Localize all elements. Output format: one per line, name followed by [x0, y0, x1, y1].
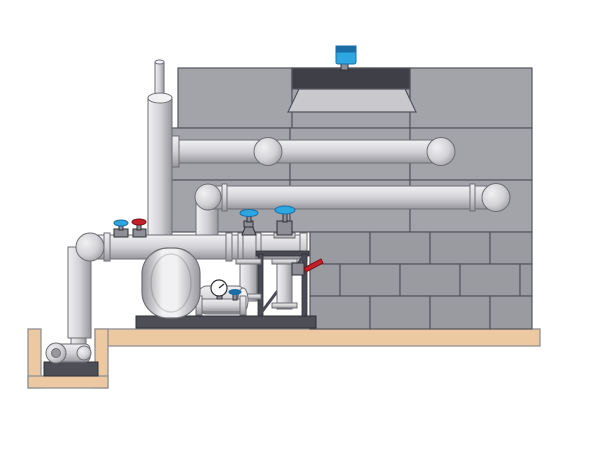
louver-panel [369, 231, 431, 265]
louver-panel [519, 263, 533, 297]
louver-panel [309, 263, 341, 297]
casing-panel [409, 67, 533, 129]
level-sensor [335, 45, 357, 71]
riser-body [147, 97, 173, 243]
handwheel [131, 218, 147, 226]
pit-bottom [27, 375, 109, 389]
frame-leg [257, 253, 264, 317]
pipe-flange [237, 232, 244, 262]
pipe-flange [239, 295, 247, 316]
valve-lever [303, 258, 324, 273]
sump-pump-pedestal [43, 361, 99, 377]
pump-skid [135, 315, 317, 329]
pipe-flange [469, 183, 476, 212]
pipe-body [276, 258, 293, 310]
ball-elbow-joint [194, 183, 222, 211]
louver-panel [429, 295, 491, 330]
louver-panel [489, 231, 533, 265]
ball-flange-joint [253, 137, 283, 166]
pipe-flange [221, 183, 228, 212]
casing-panel [177, 67, 293, 129]
louver-panel [489, 295, 533, 330]
fan-cowl-basin [287, 88, 417, 113]
sump-pump-end [76, 345, 92, 361]
sensor-cap [335, 45, 357, 53]
pipe-flange [271, 302, 298, 309]
sump-pump [43, 333, 99, 377]
pressure-gauge [210, 279, 228, 300]
check-valve-handwheel [228, 289, 242, 295]
volute-face-ring [150, 253, 192, 313]
concrete-pad [94, 328, 541, 347]
frame-top-beam [255, 250, 310, 257]
main-pump-volute [141, 247, 201, 319]
ball-flange-joint [426, 137, 456, 166]
ball-elbow-joint [75, 232, 105, 262]
mid-distribution-pipe [194, 183, 511, 246]
pipe-flange [271, 258, 298, 265]
pump-skid-assembly [135, 247, 324, 329]
volute-body [141, 247, 201, 319]
pipe-flange [235, 258, 262, 265]
louver-panel [339, 263, 401, 297]
pipe-body [206, 185, 496, 210]
red-lever-valve [291, 258, 324, 276]
handwheel [113, 219, 129, 227]
fan-deck-opening [291, 67, 411, 90]
valve-body [291, 262, 305, 276]
ball-flange-joint [481, 183, 511, 212]
louver-panel [459, 263, 521, 297]
riser-top-cap [147, 92, 173, 104]
shutoff-valve-red [131, 218, 147, 238]
valve-bonnet [276, 220, 293, 236]
louver-panel [369, 295, 431, 330]
louver-panels [309, 231, 533, 330]
gauge-needle [218, 283, 225, 289]
pipe-flange [225, 232, 233, 262]
sump-motor-hub [51, 348, 61, 358]
frame-leg [301, 253, 308, 317]
vent-stub-cap [154, 59, 165, 65]
pipe-body [167, 139, 441, 164]
upper-distribution-pipe [167, 137, 456, 166]
foundation-pad [27, 328, 541, 389]
pipe-flange [171, 135, 180, 168]
handwheel [239, 209, 259, 217]
louver-panel [399, 263, 461, 297]
pipe-flange [103, 232, 111, 262]
louver-panel [309, 231, 371, 265]
control-valve [273, 205, 296, 239]
shutoff-valve-blue [113, 219, 129, 238]
handwheel [274, 205, 296, 215]
louver-panel [429, 231, 491, 265]
frame-pipe [271, 258, 298, 310]
pipe-body [195, 298, 245, 313]
louver-panel [309, 295, 371, 330]
